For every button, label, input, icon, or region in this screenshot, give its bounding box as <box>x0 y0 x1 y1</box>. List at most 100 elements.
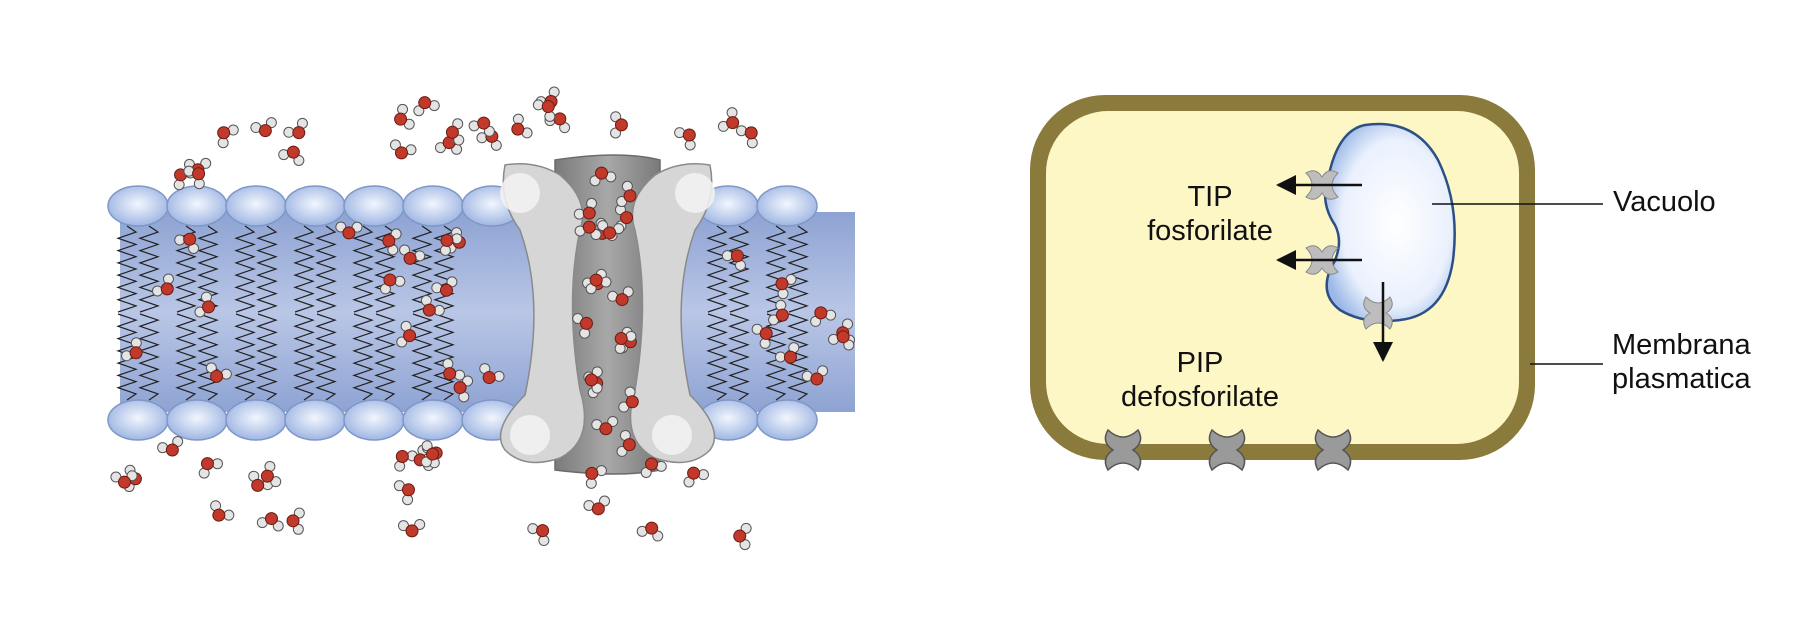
water-molecule-icon <box>434 136 463 155</box>
lipid-tails <box>116 225 809 401</box>
water-molecule-icon <box>610 111 628 139</box>
water-molecule-icon <box>393 480 415 506</box>
water-molecule-icon <box>511 113 533 139</box>
water-molecule-icon <box>614 330 637 354</box>
water-molecule-icon <box>607 286 634 307</box>
lipid-head <box>166 399 228 441</box>
water-molecule-icon <box>616 429 636 457</box>
aquaporin-icon <box>1314 428 1352 472</box>
water-molecule-icon <box>420 440 440 468</box>
water-molecule-icon <box>479 363 505 385</box>
lipid-head <box>343 185 405 227</box>
water-molecule-icon <box>591 416 619 436</box>
lipid-bilayer <box>107 185 855 441</box>
water-molecule-icon <box>597 220 625 240</box>
water-molecule-icon <box>260 460 282 488</box>
water-molecules <box>110 86 856 551</box>
water-molecule-icon <box>379 273 406 295</box>
aquaporin-icon <box>1104 428 1142 472</box>
water-molecule-icon <box>640 457 667 478</box>
water-molecule-icon <box>585 465 607 489</box>
water-molecule-icon <box>394 103 415 130</box>
vacuole <box>1323 122 1456 323</box>
lipid-head <box>756 399 818 441</box>
water-molecule-icon <box>151 273 174 297</box>
water-molecule-icon <box>801 365 829 386</box>
lipid-head <box>166 185 228 227</box>
water-molecule-icon <box>431 276 458 297</box>
label-membrane-line2: plasmatica <box>1612 363 1751 395</box>
water-molecule-icon <box>335 221 363 240</box>
water-molecule-icon <box>828 330 855 351</box>
water-molecule-icon <box>283 117 308 140</box>
label-pip-line2: defosforilate <box>1121 381 1279 413</box>
water-molecule-icon <box>768 299 789 326</box>
lipid-head <box>756 185 818 227</box>
lipid-head <box>284 399 346 441</box>
water-molecule-icon <box>674 127 696 151</box>
lipid-head <box>343 399 405 441</box>
water-molecule-icon <box>751 323 773 349</box>
water-molecule-icon <box>210 500 235 522</box>
channel-wall-right <box>629 163 716 464</box>
water-molecule-icon <box>397 518 426 538</box>
lipid-head <box>284 185 346 227</box>
water-molecule-icon <box>616 180 637 208</box>
water-molecule-icon <box>110 470 138 489</box>
water-molecule-icon <box>532 99 556 122</box>
label-pip: PIP defosforilate <box>1095 346 1305 414</box>
label-vacuole: Vacuolo <box>1613 186 1716 218</box>
label-pip-line1: PIP <box>1176 347 1224 379</box>
label-tip: TIP fosforilate <box>1110 180 1310 248</box>
water-molecule-icon <box>157 436 184 457</box>
water-molecule-icon <box>810 306 837 327</box>
water-molecule-icon <box>442 358 466 381</box>
water-molecule-icon <box>589 166 617 187</box>
water-molecule-icon <box>420 295 445 317</box>
water-molecule-icon <box>217 124 239 149</box>
lipid-head <box>107 185 169 227</box>
lipid-head <box>402 185 464 227</box>
label-membrane: Membrana plasmatica <box>1612 328 1751 396</box>
lipid-head <box>225 399 287 441</box>
water-molecule-icon <box>439 233 463 256</box>
water-molecule-icon <box>618 386 639 413</box>
water-molecule-icon <box>389 139 417 160</box>
water-molecule-icon <box>468 116 495 137</box>
water-molecule-icon <box>735 125 758 149</box>
label-membrane-line1: Membrana <box>1612 329 1751 361</box>
aquaporin-icon <box>1208 428 1246 472</box>
water-molecule-icon <box>572 312 593 339</box>
water-molecule-icon <box>733 522 752 551</box>
label-tip-line1: TIP <box>1187 181 1233 213</box>
water-molecule-icon <box>574 220 602 241</box>
water-molecule-icon <box>683 466 709 488</box>
water-molecule-icon <box>721 249 746 271</box>
water-molecule-icon <box>775 273 797 300</box>
water-molecule-icon <box>396 320 417 348</box>
plant-cell <box>1030 95 1603 472</box>
water-molecule-icon <box>248 470 274 492</box>
water-molecule-icon <box>121 337 143 362</box>
water-molecule-icon <box>584 366 603 394</box>
water-molecule-icon <box>636 521 664 542</box>
water-molecule-icon <box>183 165 206 190</box>
aquaporin-icon <box>1363 296 1393 330</box>
water-molecule-icon <box>453 375 474 403</box>
water-molecule-icon <box>399 244 426 265</box>
lipid-head <box>402 399 464 441</box>
water-molecule-icon <box>774 342 800 364</box>
water-molecule-icon <box>278 145 305 166</box>
water-molecule-icon <box>194 291 216 318</box>
channel-wall-left <box>499 163 586 464</box>
water-molecule-icon <box>445 118 465 146</box>
water-molecule-icon <box>205 362 232 383</box>
water-molecule-icon <box>583 495 611 516</box>
water-molecule-icon <box>250 117 277 138</box>
lipid-head <box>107 399 169 441</box>
water-molecule-icon <box>413 96 440 117</box>
water-molecule-icon <box>585 273 612 295</box>
water-molecule-icon <box>286 507 305 535</box>
water-molecule-icon <box>256 512 284 532</box>
water-molecule-icon <box>174 232 200 254</box>
